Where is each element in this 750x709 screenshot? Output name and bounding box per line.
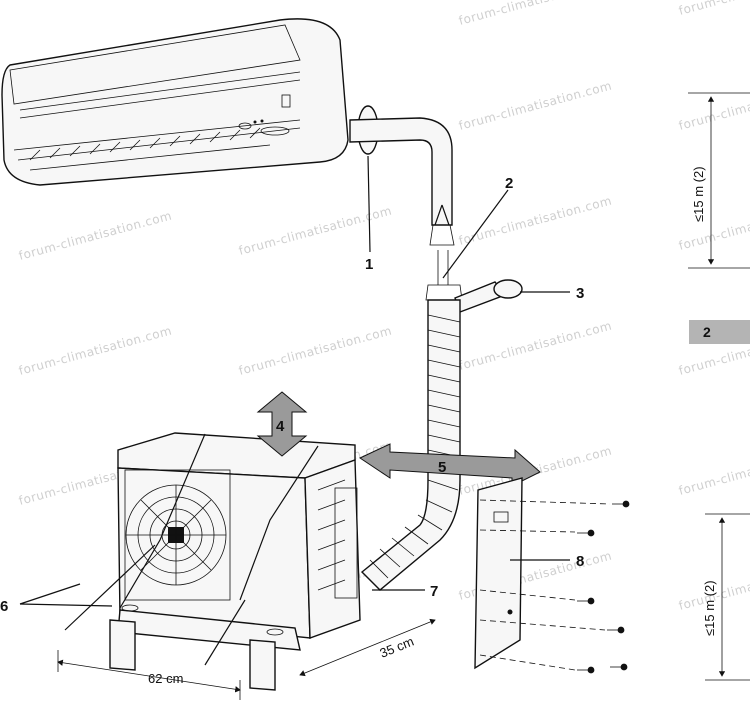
dimension-height-bottom: ≤15 m (2) xyxy=(702,513,750,681)
clearance-arrow-horizontal: 5 xyxy=(358,443,541,487)
callout-1: 1 xyxy=(365,256,373,273)
indoor-unit xyxy=(1,18,349,186)
dimension-height-top-label: ≤15 m (2) xyxy=(691,166,706,222)
watermark: forum-climatisation.com xyxy=(677,78,750,132)
watermark: forum-climatisation.com xyxy=(17,323,173,377)
watermark: forum-climatisation.com xyxy=(17,208,173,262)
watermark: forum-climatisation.com xyxy=(677,198,750,252)
watermark: forum-climatisation.com xyxy=(457,0,613,28)
callout-7: 7 xyxy=(430,583,438,600)
callout-8: 8 xyxy=(576,553,584,570)
watermark: forum-climatisation.com xyxy=(457,318,613,372)
mounting-plate xyxy=(474,477,630,674)
watermark: forum-climatisation.com xyxy=(677,0,750,18)
outdoor-unit xyxy=(64,432,361,691)
dimension-62cm-label: 62 cm xyxy=(148,671,183,686)
callout-4: 4 xyxy=(276,418,285,435)
screw-set xyxy=(577,500,630,674)
dimension-35cm-label: 35 cm xyxy=(378,634,416,661)
dimension-62cm: 62 cm xyxy=(57,650,241,700)
dimension-height-top: ≤15 m (2) xyxy=(688,92,750,269)
watermark: forum-climatisation.com xyxy=(457,78,613,132)
watermark: forum-climatisation.com xyxy=(457,193,613,247)
watermark: forum-climatisation.com xyxy=(677,443,750,497)
dimension-height-bottom-label: ≤15 m (2) xyxy=(702,580,717,636)
callout-3: 3 xyxy=(576,285,584,302)
callout-2: 2 xyxy=(505,175,513,192)
section-tab: 2 xyxy=(689,320,750,344)
pipe-route xyxy=(349,105,523,591)
clearance-arrow-vertical: 4 xyxy=(256,391,308,457)
callout-5: 5 xyxy=(438,459,446,476)
callouts: 1 2 3 6 7 8 xyxy=(0,155,584,615)
watermark: forum-climatisation.com xyxy=(237,323,393,377)
callout-6: 6 xyxy=(0,598,8,615)
